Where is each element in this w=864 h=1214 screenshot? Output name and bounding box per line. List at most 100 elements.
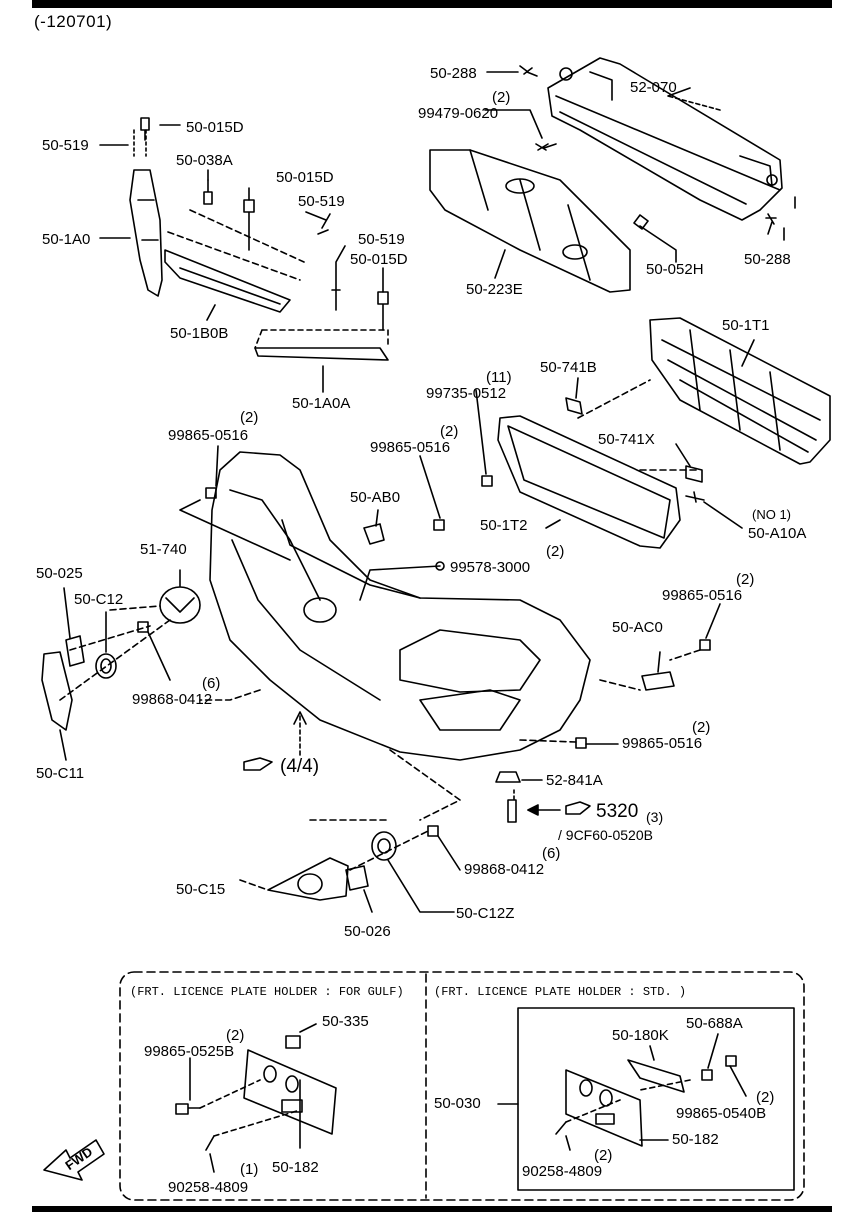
clip-50-038A [203, 179, 213, 205]
label-50-015D-b: 50-015D [276, 169, 334, 186]
bolt-99865-b [433, 519, 445, 531]
bolt-99479 [535, 143, 557, 151]
ring-50-C12 [95, 653, 117, 679]
label-no-1: (NO 1) [752, 507, 791, 522]
label-std-50-182: 50-182 [672, 1131, 719, 1148]
label-qty-2-e: (2) [736, 571, 755, 588]
label-50-1T1: 50-1T1 [722, 317, 770, 334]
side-bracket-50-1A0 [129, 169, 163, 297]
label-99868-0412-a: 99868-0412 [132, 691, 213, 708]
label-qty-2-d: (2) [546, 543, 565, 560]
label-qty-6-a: (6) [202, 675, 221, 692]
clip-50-335 [285, 1035, 301, 1049]
energy-absorber-50-223E [429, 149, 631, 293]
bolt-50-015D-c [377, 291, 389, 331]
bolt-99865-c [699, 639, 711, 651]
plate-holder-gulf-50-182 [243, 1049, 337, 1135]
label-qty-2-a: (2) [492, 89, 511, 106]
label-std-qty-2-a: (2) [756, 1089, 775, 1106]
bottom-border-bar [32, 1206, 832, 1212]
gulf-box-title: (FRT. LICENCE PLATE HOLDER : FOR GULF) [130, 985, 404, 999]
clip-50-741X [685, 465, 703, 483]
label-50-025: 50-025 [36, 565, 83, 582]
label-50-519-a: 50-519 [42, 137, 89, 154]
label-50-015D-a: 50-015D [186, 119, 244, 136]
bolt-99735 [481, 475, 493, 487]
nut-52-841A [495, 771, 521, 783]
bracket-50-AB0 [363, 523, 385, 545]
std-box-title: (FRT. LICENCE PLATE HOLDER : STD. ) [434, 985, 687, 999]
label-50-180K: 50-180K [612, 1027, 669, 1044]
bolt-99865-0525B [175, 1103, 201, 1115]
label-50-C11: 50-C11 [36, 765, 85, 782]
label-50-1B0B: 50-1B0B [170, 325, 229, 342]
bezel-50-C11 [41, 651, 73, 731]
label-qty-2-f: (2) [692, 719, 711, 736]
under-cover-50-1B0B [164, 249, 291, 313]
bolt-99865-d [575, 737, 587, 749]
label-qty-11: (11) [486, 369, 512, 386]
emblem-51-740 [159, 586, 201, 624]
bolt-50-015D-a [140, 117, 150, 141]
label-gulf-qty-2: (2) [226, 1027, 245, 1044]
lower-trim-50-1A0A [254, 329, 389, 361]
clip-50-741B [565, 397, 583, 415]
label-99865-0540B: 99865-0540B [676, 1105, 767, 1122]
ref-hand-icon-44 [243, 757, 273, 771]
grille-50-1T1 [649, 317, 831, 465]
label-50-AB0: 50-AB0 [350, 489, 401, 506]
ref-hand-icon-5320 [565, 801, 591, 815]
label-50-C12Z: 50-C12Z [456, 905, 515, 922]
label-qty-6-b: (6) [542, 845, 561, 862]
label-99578-3000: 99578-3000 [450, 559, 531, 576]
bolt-50-015D-b [243, 199, 255, 251]
label-99865-0516-b: 99865-0516 [370, 439, 451, 456]
clip-99578 [435, 561, 445, 571]
bolt-9CF60 [507, 799, 517, 823]
screw-90258-gulf [205, 1135, 215, 1151]
pin-50-519-c [331, 289, 341, 311]
label-99865-0516-a: 99865-0516 [168, 427, 249, 444]
label-50-1A0A: 50-1A0A [292, 395, 351, 412]
std-holder-box [517, 1007, 795, 1191]
label-std-qty-2-b: (2) [594, 1147, 613, 1164]
label-gulf-90258-4809: 90258-4809 [168, 1179, 249, 1196]
label-gulf-50-182: 50-182 [272, 1159, 319, 1176]
label-gulf-qty-1: (1) [240, 1161, 259, 1178]
label-50-C15: 50-C15 [176, 881, 226, 898]
label-50-015D-c: 50-015D [350, 251, 408, 268]
nut-50-688A [701, 1069, 713, 1081]
label-qty-2-c: (2) [440, 423, 459, 440]
licence-plate-options-box [119, 971, 805, 1201]
label-99865-0516-c: 99865-0516 [662, 587, 743, 604]
bracket-50-180K [627, 1059, 685, 1093]
bolt-50-288-right [765, 213, 777, 235]
bracket-50-025 [65, 635, 85, 667]
part-50-A10A [685, 491, 705, 503]
label-52-841A: 52-841A [546, 772, 603, 789]
label-50-1A0: 50-1A0 [42, 231, 91, 248]
label-qty-2-b: (2) [240, 409, 259, 426]
bracket-50-AC0 [641, 671, 675, 691]
label-50-038A: 50-038A [176, 152, 233, 169]
label-50-519-b: 50-519 [298, 193, 345, 210]
label-99865-0516-d: 99865-0516 [622, 735, 703, 752]
fog-bezel-50-C15 [267, 857, 349, 901]
label-50-AC0: 50-AC0 [612, 619, 663, 636]
clip-50-052H [633, 214, 649, 230]
label-50-288-right: 50-288 [744, 251, 791, 268]
label-51-740: 51-740 [140, 541, 187, 558]
label-50-741X: 50-741X [598, 431, 655, 448]
bolt-50-288-top [519, 65, 538, 77]
bolt-99865-a [205, 487, 217, 499]
applicability-range: (-120701) [34, 12, 113, 31]
fwd-arrow-icon [43, 1139, 105, 1181]
bolt-99865-0540B [725, 1055, 737, 1067]
label-ref-4-4: (4/4) [280, 756, 320, 777]
label-std-90258-4809: 90258-4809 [522, 1163, 603, 1180]
label-50-688A: 50-688A [686, 1015, 743, 1032]
label-9CF60-0520B: / 9CF60-0520B [558, 827, 653, 843]
grille-frame-50-1T2 [497, 415, 681, 549]
label-50-030: 50-030 [434, 1095, 481, 1112]
